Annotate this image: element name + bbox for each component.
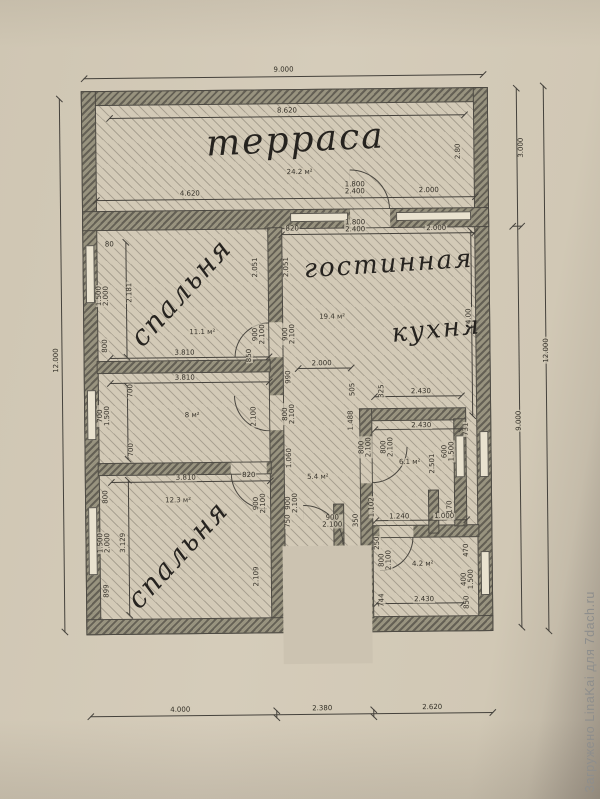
dimension-label: 3.129 [118,531,128,554]
dimension-label: 820 [284,224,300,233]
dimension-label: 800 2.100 [377,549,393,572]
dimension-label: 900 2.100 [281,323,297,346]
dimension-label: 600 1.500 [440,440,456,463]
room-area-label: 12.3 м² [164,496,193,505]
dimension-label: 3.810 [173,348,196,357]
dimension-label: 800 2.100 [357,436,373,459]
window [479,431,489,478]
dimension-label: 850 [462,594,471,610]
dimension-label: 2.100 [249,405,258,428]
dimension-line [512,225,523,227]
dimension-label: 400 1.500 [459,568,476,591]
dimension-label: 2.380 [311,704,334,713]
wall-segment [87,618,286,635]
dimension-label: 1.500 2.000 [96,531,112,555]
dimension-label: 2.181 [125,281,134,304]
dimension-label: 990 [284,369,293,385]
room-area-label: 6.1 м² [397,457,422,466]
dimension-label: 4.00 [464,307,473,326]
window [86,390,97,441]
wall-segment [97,360,270,374]
dimension-label: 700 1.500 [95,404,112,428]
dimension-line [515,87,523,628]
window [290,212,349,223]
dimension-label: 800 [101,489,110,505]
wall-segment [360,408,466,421]
dimension-label: 2.000 [310,359,333,368]
dimension-label: 2.109 [252,565,261,588]
dimension-label: 2.620 [421,702,444,712]
dimension-label: 900 2.100 [251,323,267,346]
dimension-label: 9.000 [272,65,295,74]
dimension-label: 900 2.100 [283,491,300,515]
room-name-handwritten: терраса [205,115,386,165]
dimension-label: 700 [126,442,136,458]
dimension-line [90,711,494,718]
dimension-label: 1.800 2.400 [344,218,367,234]
window [396,211,472,221]
dimension-label: 820 [241,470,257,480]
dimension-label: 800 2.100 [379,435,395,459]
dimension-label: 1.800 2.400 [343,180,366,196]
dimension-label: 12.000 [51,347,61,374]
dimension-label: 1.500 2.000 [94,284,111,308]
room-area-label: 5.4 м² [306,472,330,481]
window [480,551,491,596]
dimension-label: 1.240 [388,512,411,521]
dimension-label: 1.000 [433,511,456,521]
dimension-label: 2.051 [281,256,291,279]
room-area-label: 8 м² [183,411,201,420]
dimension-label: 350 [351,512,360,529]
dimension-label: 1.060 [284,447,294,470]
dimension-label: 3.810 [174,473,197,482]
whited-out-area [282,545,373,665]
dimension-label: 750 [283,513,292,529]
room-area-label: 19.4 м² [318,312,347,321]
room-area-label: 24.2 м² [285,167,314,177]
dimension-label: 505 [348,381,357,398]
dimension-label: 2.000 [425,223,448,233]
window [455,435,465,478]
dimension-label: 744 [377,592,386,608]
dimension-label: 800 2.100 [280,403,297,426]
dimension-label: 3.810 [173,373,196,382]
dimension-label: 4.620 [178,189,201,198]
dimension-label: 800 [100,338,110,354]
dimension-label: 470 [461,542,471,558]
dimension-label: 2.000 [417,185,440,195]
dimension-label: 899 [102,583,111,599]
dimension-label: 12.000 [541,337,551,364]
dimension-label: 2.430 [409,387,432,396]
dimension-label: 850 [244,347,254,364]
dimension-line [276,710,278,719]
wall-segment [362,615,493,632]
dimension-label: 2.80 [453,142,463,161]
dimension-label: 8.620 [275,106,299,115]
room-area-label: 4.2 м² [410,559,435,568]
dimension-label: 80 [103,240,115,249]
dimension-label: 900 2.100 [251,492,268,515]
dimension-label: 9.000 [514,409,523,432]
watermark-text: Загружено LinaKai для 7dach.ru [583,591,597,793]
dimension-label: 900 2.100 [321,513,344,529]
dimension-label: 3.000 [516,136,526,159]
dimension-label: 2.051 [250,256,260,279]
dimension-label: 1.102 [367,496,376,519]
dimension-label: 1.488 [346,409,355,432]
dimension-label: 2.430 [410,421,433,430]
dimension-label: 2.430 [413,595,436,604]
window [85,245,95,304]
dimension-label: 731 [461,421,470,437]
dimension-label: 2.501 [428,452,437,475]
dimension-line [373,709,375,718]
dimension-label: 700 [126,383,135,399]
dimension-label: 325 [377,383,386,399]
dimension-label: 4.000 [169,705,192,714]
dimension-line [83,74,484,80]
room-area-label: 11.1 м² [188,327,217,337]
door-opening-gap [379,525,414,538]
